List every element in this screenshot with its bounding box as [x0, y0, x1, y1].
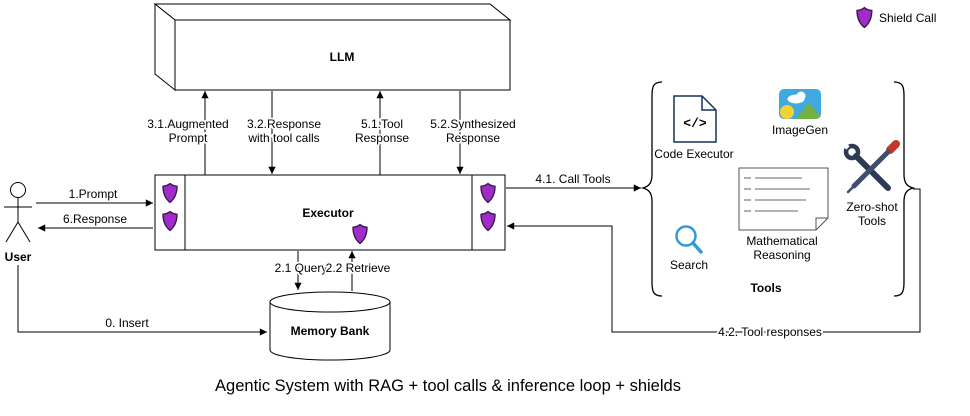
edges-layer	[17, 91, 921, 336]
code-doc-fold	[701, 96, 716, 111]
imagegen-hill	[796, 103, 821, 119]
executor-node: Executor	[154, 174, 506, 251]
math-doc-shape	[738, 167, 829, 231]
wrench-shaft	[853, 153, 891, 191]
user-label: User	[5, 250, 32, 264]
tools-group: </> Code Executor ImageGen Search	[640, 81, 916, 297]
search-lens	[675, 225, 697, 247]
executor-label: Executor	[302, 206, 354, 220]
code-executor-icon: </>	[673, 95, 717, 143]
imagegen-sun	[780, 105, 794, 119]
edge-label-retrieve: 2.2 Retrieve	[326, 261, 391, 275]
executor-box	[154, 174, 506, 251]
user-actor: User	[4, 182, 32, 264]
memory-bank-top	[269, 291, 391, 313]
imagegen-art	[780, 91, 821, 119]
tools-group-label: Tools	[750, 281, 781, 295]
search-handle	[691, 241, 703, 254]
screwdriver-tip	[846, 184, 856, 194]
edge-labels-layer: 3.1.Augmented Prompt 3.2.Response with t…	[61, 115, 823, 341]
user-leg-right	[17, 221, 31, 243]
shield-icon	[856, 6, 873, 29]
tools-bracket-left	[640, 81, 663, 297]
memory-bank-body	[269, 302, 391, 361]
imagegen-cloud2	[796, 91, 806, 101]
llm-label: LLM	[330, 50, 355, 64]
screwdriver-handle	[886, 140, 900, 154]
search-icon	[675, 225, 703, 254]
zero-shot-tools-icon	[841, 140, 900, 194]
user-head	[10, 182, 26, 198]
math-reasoning-label-line2: Reasoning	[753, 248, 810, 262]
search-label: Search	[670, 258, 708, 272]
edge-label-response: 6.Response	[63, 212, 127, 226]
edge-label-augmented-prompt-1: 3.1.Augmented	[147, 117, 228, 131]
memory-bank-label: Memory Bank	[291, 324, 370, 338]
math-reasoning-label-line1: Mathematical	[746, 234, 817, 248]
math-reasoning-icon	[738, 167, 829, 231]
edge-label-synthesized-2: Response	[446, 131, 500, 145]
llm-top-face	[153, 3, 512, 21]
edge-label-call-tools: 4.1. Call Tools	[535, 172, 610, 186]
code-doc-shape	[673, 95, 717, 143]
user-leg-left	[5, 221, 19, 243]
wrench-notch	[841, 141, 850, 150]
code-glyph: </>	[683, 116, 707, 131]
legend-shield-label: Shield Call	[879, 11, 936, 25]
edge-label-prompt: 1.Prompt	[69, 187, 118, 201]
edge-label-response-tool-calls-1: 3.2.Response	[247, 117, 321, 131]
legend: Shield Call	[856, 6, 936, 29]
edge-label-tool-responses: 4.2. Tool responses	[718, 325, 822, 339]
edge-tool-responses	[507, 188, 921, 333]
edge-label-query: 2.1 Query	[275, 261, 328, 275]
imagegen-label: ImageGen	[772, 123, 828, 137]
edge-label-tool-response-2: Response	[355, 131, 409, 145]
llm-node: LLM	[153, 2, 512, 92]
math-formula-lines	[744, 177, 810, 212]
diagram-title: Agentic System with RAG + tool calls & i…	[215, 377, 681, 395]
wrench-head	[843, 143, 861, 161]
code-executor-label: Code Executor	[654, 147, 733, 161]
edge-label-tool-response-1: 5.1.Tool	[361, 117, 403, 131]
tools-bracket-right	[893, 81, 916, 297]
zero-shot-tools-label-line2: Tools	[858, 214, 886, 228]
memory-bank-node: Memory Bank	[269, 291, 391, 361]
edge-label-insert: 0. Insert	[105, 316, 149, 330]
edge-label-augmented-prompt-2: Prompt	[169, 131, 208, 145]
edge-label-response-tool-calls-2: with tool calls	[247, 131, 319, 145]
edge-insert	[17, 265, 267, 336]
screwdriver-shaft	[851, 149, 891, 189]
edge-label-synthesized-1: 5.2.Synthesized	[430, 117, 515, 131]
imagegen-icon	[779, 89, 821, 119]
math-doc-fold	[815, 217, 828, 230]
llm-left-face	[154, 2, 176, 92]
zero-shot-tools-label-line1: Zero-shot	[846, 200, 898, 214]
